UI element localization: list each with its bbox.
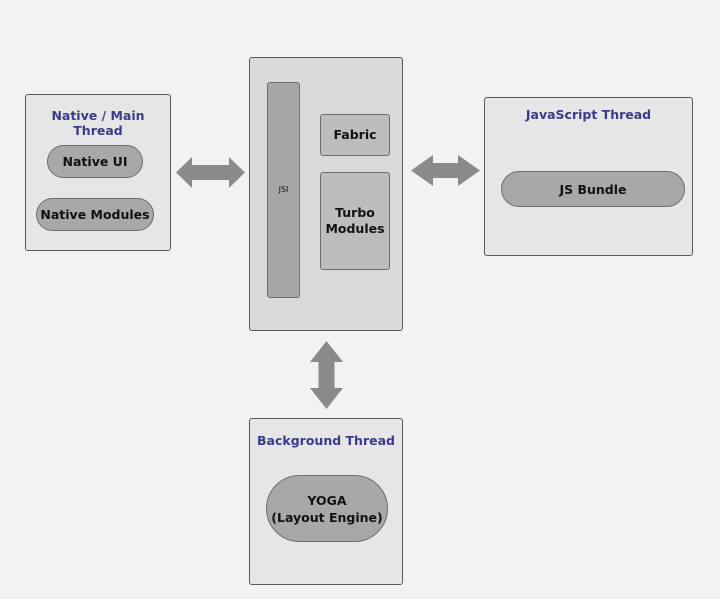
javascript-thread-title: JavaScript Thread xyxy=(525,107,652,122)
jsi-label: JSI xyxy=(278,185,289,194)
turbo-modules-label: Turbo Modules xyxy=(325,205,385,236)
jsi-bar: JSI xyxy=(267,82,300,298)
yoga-label: YOGA (Layout Engine) xyxy=(271,492,383,525)
native-ui-node: Native UI xyxy=(47,145,143,178)
horizontal-double-arrow-icon xyxy=(176,157,245,188)
background-thread-panel: Background Thread YOGA (Layout Engine) xyxy=(249,418,403,585)
jsi-core-panel: JSI Fabric Turbo Modules xyxy=(249,57,403,331)
background-thread-title: Background Thread xyxy=(257,433,395,448)
bidirectional-arrow-native-core xyxy=(176,157,245,188)
horizontal-double-arrow-icon xyxy=(411,155,480,186)
javascript-thread-panel: JavaScript Thread JS Bundle xyxy=(484,97,693,256)
native-main-thread-title: Native / Main Thread xyxy=(51,108,145,138)
js-bundle-node: JS Bundle xyxy=(501,171,685,207)
vertical-double-arrow-icon xyxy=(310,341,343,409)
fabric-block: Fabric xyxy=(320,114,390,156)
native-modules-label: Native Modules xyxy=(40,207,150,222)
yoga-node: YOGA (Layout Engine) xyxy=(266,475,388,542)
turbo-modules-block: Turbo Modules xyxy=(320,172,390,270)
js-bundle-label: JS Bundle xyxy=(559,181,627,197)
native-modules-node: Native Modules xyxy=(36,198,154,231)
native-ui-label: Native UI xyxy=(62,154,128,169)
native-main-thread-panel: Native / Main Thread Native UI Native Mo… xyxy=(25,94,171,251)
fabric-label: Fabric xyxy=(333,127,377,142)
bidirectional-arrow-core-background xyxy=(310,341,343,409)
bidirectional-arrow-core-js xyxy=(411,155,480,186)
